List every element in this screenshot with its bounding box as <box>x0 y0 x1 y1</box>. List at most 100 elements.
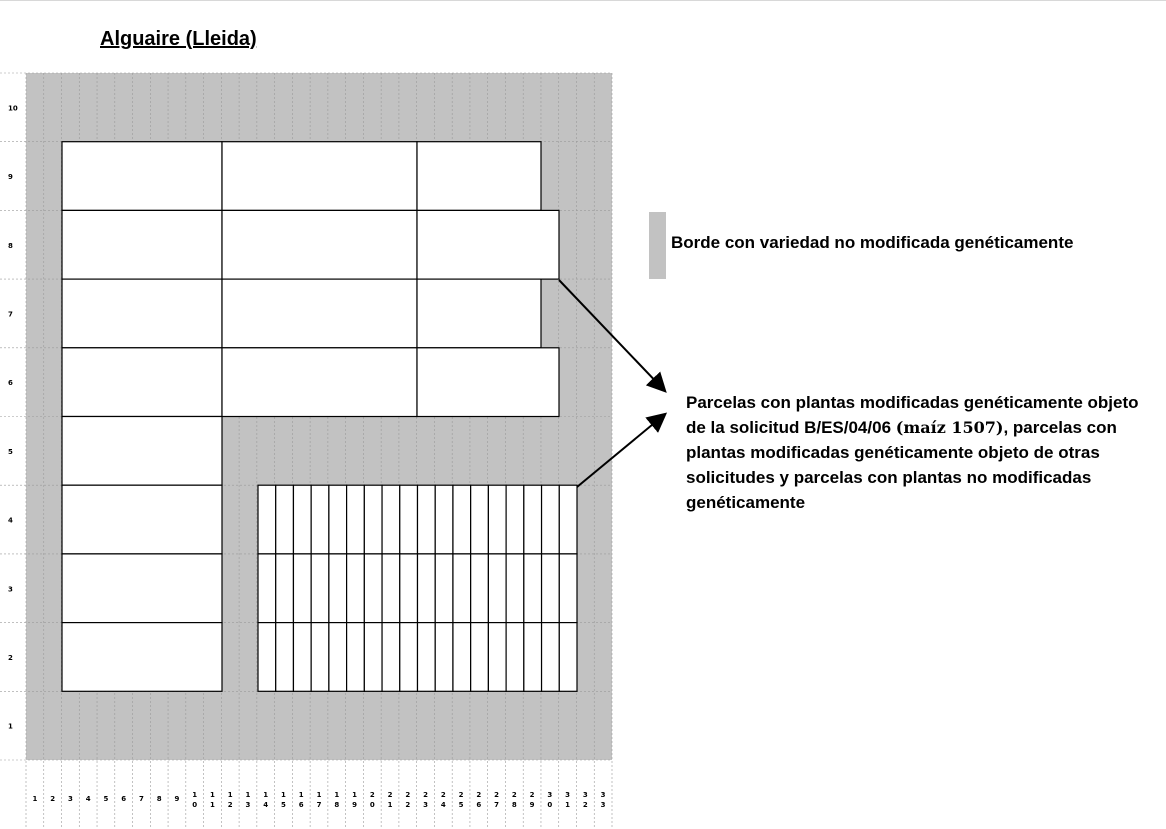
plot-narrow <box>452 484 472 555</box>
plot-narrow <box>399 553 419 624</box>
legend-swatch-border <box>649 212 666 279</box>
y-axis-label: 9 <box>8 173 13 181</box>
x-axis-label: 3 <box>601 801 606 809</box>
plot-narrow <box>381 553 401 624</box>
plot-left <box>61 553 223 624</box>
plot-narrow <box>363 621 383 692</box>
plot-narrow <box>275 553 295 624</box>
x-axis-label: 1 <box>388 801 393 809</box>
plot-narrow <box>558 553 578 624</box>
plot-narrow <box>558 621 578 692</box>
x-axis-label: 2 <box>50 795 55 803</box>
plot-narrow <box>540 621 560 692</box>
plot-narrow <box>434 484 454 555</box>
x-axis-label: 5 <box>281 801 286 809</box>
plot-narrow <box>346 484 365 555</box>
plot-narrow <box>523 621 543 692</box>
plot-narrow <box>470 621 489 692</box>
x-axis-label: 8 <box>512 801 517 809</box>
plot-left <box>61 347 223 418</box>
x-axis-label: 2 <box>459 791 464 799</box>
plot-narrow <box>434 621 454 692</box>
plot-narrow <box>310 553 330 624</box>
y-axis-label: 2 <box>8 654 13 662</box>
plot-narrow <box>540 553 560 624</box>
plot-narrow <box>416 621 436 692</box>
plot-narrow <box>363 553 383 624</box>
arrow-upper <box>558 279 667 393</box>
plot-narrow <box>416 484 436 555</box>
x-axis-label: 2 <box>405 791 410 799</box>
x-axis-label: 3 <box>246 801 251 809</box>
x-axis-label: 3 <box>601 791 606 799</box>
plot-narrow <box>523 484 543 555</box>
plot-right <box>416 278 542 349</box>
x-axis-label: 0 <box>192 801 197 809</box>
plots-description: Parcelas con plantas modificadas genétic… <box>686 390 1156 515</box>
plot-narrow <box>328 553 348 624</box>
y-axis-label: 3 <box>8 585 13 593</box>
plot-narrow <box>452 553 472 624</box>
plot-narrow <box>310 621 330 692</box>
x-axis-label: 2 <box>388 791 393 799</box>
plot-left <box>61 278 223 349</box>
y-axis-label: 8 <box>8 242 13 250</box>
x-axis-label: 8 <box>157 795 162 803</box>
plot-narrow <box>363 484 383 555</box>
plot-left <box>61 484 223 555</box>
plot-narrow <box>416 553 436 624</box>
x-axis-label: 1 <box>334 791 339 799</box>
x-axis-label: 6 <box>121 795 126 803</box>
y-axis-label: 6 <box>8 379 13 387</box>
plot-right <box>416 347 560 418</box>
plot-middle <box>221 141 418 211</box>
plot-narrow <box>292 484 312 555</box>
x-axis-label: 1 <box>210 791 215 799</box>
arrow-lower <box>576 412 668 488</box>
plots-description-highlight: (maíz 1507) <box>895 418 1004 437</box>
plot-narrow <box>275 484 295 555</box>
x-axis-label: 2 <box>583 801 588 809</box>
x-axis-label: 2 <box>494 791 499 799</box>
x-axis-label: 1 <box>228 791 233 799</box>
y-axis-label: 10 <box>8 104 18 112</box>
x-axis-label: 1 <box>299 791 304 799</box>
x-axis-label: 2 <box>476 791 481 799</box>
x-axis-label: 0 <box>547 801 552 809</box>
x-axis-label: 1 <box>317 791 322 799</box>
x-axis-label: 2 <box>530 791 535 799</box>
x-axis-label: 2 <box>405 801 410 809</box>
x-axis-label: 1 <box>246 791 251 799</box>
plot-narrow <box>381 484 401 555</box>
x-axis-label: 9 <box>352 801 357 809</box>
plot-narrow <box>505 484 525 555</box>
x-axis-label: 5 <box>103 795 108 803</box>
plot-narrow <box>346 553 365 624</box>
x-axis-label: 3 <box>565 791 570 799</box>
plot-narrow <box>328 621 348 692</box>
plot-left <box>61 141 223 211</box>
plot-narrow <box>257 621 277 692</box>
x-axis-label: 2 <box>441 791 446 799</box>
plot-narrow <box>434 553 454 624</box>
x-axis-label: 6 <box>476 801 481 809</box>
x-axis-label: 2 <box>512 791 517 799</box>
x-axis-label: 1 <box>32 795 37 803</box>
plot-narrow <box>292 621 312 692</box>
x-axis-label: 7 <box>494 801 499 809</box>
legend-label-border: Borde con variedad no modificada genétic… <box>671 233 1074 252</box>
plot-narrow <box>257 553 277 624</box>
x-axis-label: 1 <box>210 801 215 809</box>
page-title: Alguaire (Lleida) <box>100 28 257 50</box>
x-axis-label: 3 <box>423 801 428 809</box>
plot-narrow <box>399 621 419 692</box>
x-axis-label: 9 <box>530 801 535 809</box>
plot-narrow <box>381 621 401 692</box>
plot-narrow <box>470 553 489 624</box>
x-axis-label: 7 <box>317 801 322 809</box>
plot-right <box>416 209 560 280</box>
plot-narrow <box>310 484 330 555</box>
x-axis-label: 2 <box>370 791 375 799</box>
x-axis-label: 2 <box>423 791 428 799</box>
